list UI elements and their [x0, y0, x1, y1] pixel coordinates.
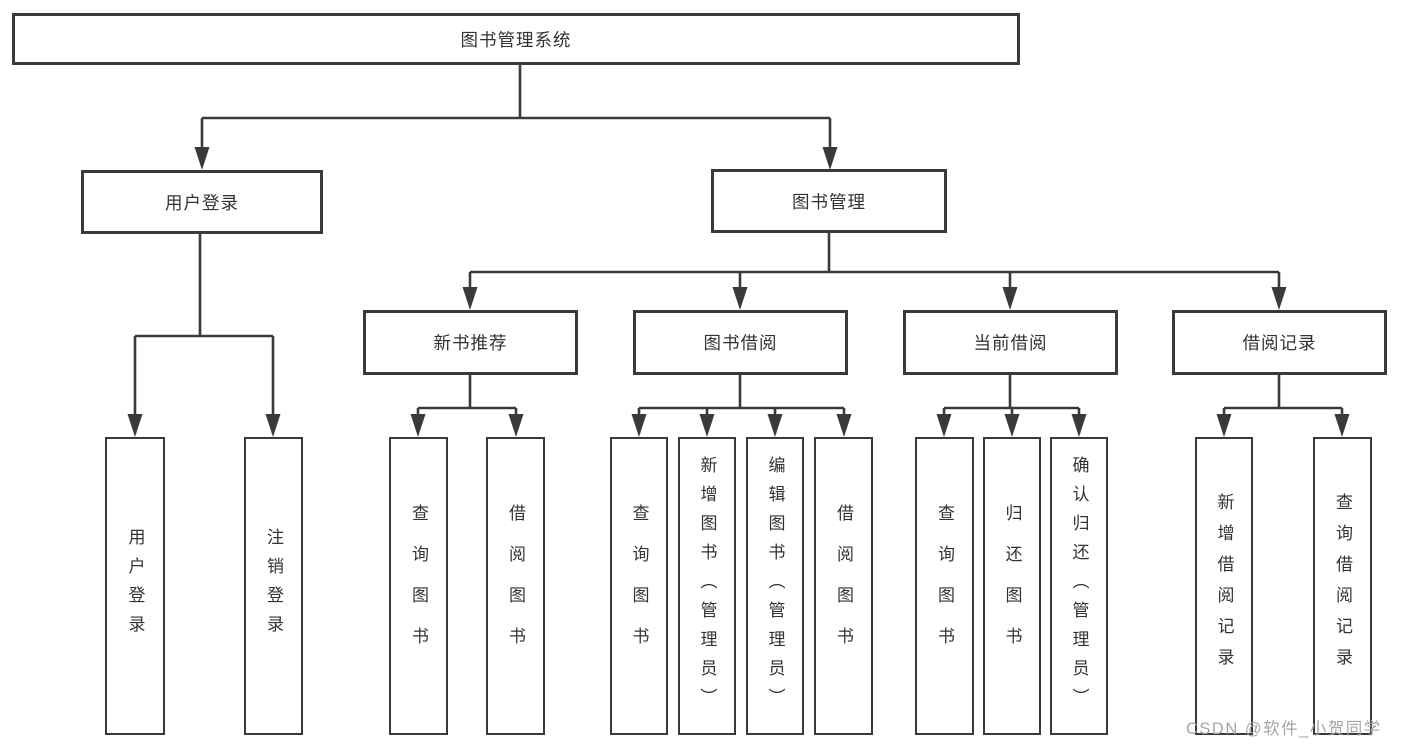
node-label: 查询图书 [629, 504, 649, 668]
node-library-system: 图书管理系统 [12, 13, 1020, 65]
node-label: 注销登录 [264, 528, 283, 644]
leaf-user-login: 用户登录 [105, 437, 165, 735]
leaf-return-book: 归还图书 [983, 437, 1041, 735]
node-label: 用户登录 [125, 528, 145, 644]
node-label: 新书推荐 [433, 333, 508, 353]
leaf-add-borrow-record: 新增借阅记录 [1195, 437, 1253, 735]
node-label: 借阅图书 [834, 504, 853, 668]
node-user-login: 用户登录 [81, 170, 323, 234]
node-borrowing-records: 借阅记录 [1172, 310, 1387, 375]
node-label: 图书管理系统 [460, 29, 572, 50]
leaf-borrow-books: 借阅图书 [814, 437, 873, 735]
leaf-edit-book-admin: 编辑图书（管理员） [746, 437, 804, 735]
leaf-query-books-current: 查询图书 [915, 437, 974, 735]
node-book-borrowing: 图书借阅 [633, 310, 848, 375]
leaf-query-books-recommend: 查询图书 [389, 437, 448, 735]
node-label: 确认归还（管理员） [1069, 455, 1089, 717]
node-label: 查询图书 [935, 504, 954, 668]
node-current-borrowing: 当前借阅 [903, 310, 1118, 375]
node-label: 图书借阅 [703, 333, 778, 353]
node-label: 新增借阅记录 [1214, 493, 1234, 679]
node-label: 借阅记录 [1242, 333, 1317, 353]
node-label: 查询图书 [409, 504, 428, 668]
node-label: 当前借阅 [973, 333, 1048, 353]
node-label: 新增图书（管理员） [697, 455, 717, 717]
leaf-add-book-admin: 新增图书（管理员） [678, 437, 736, 735]
csdn-watermark: CSDN @软件_小贺同学 [1186, 720, 1382, 738]
node-label: 图书管理 [792, 191, 866, 212]
node-label: 归还图书 [1002, 504, 1022, 668]
leaf-borrow-books-recommend: 借阅图书 [486, 437, 545, 735]
node-label: 用户登录 [165, 192, 239, 213]
node-label: 借阅图书 [506, 504, 525, 668]
leaf-query-borrow-record: 查询借阅记录 [1313, 437, 1372, 735]
leaf-confirm-return-admin: 确认归还（管理员） [1050, 437, 1108, 735]
node-label: 查询借阅记录 [1333, 493, 1352, 679]
node-book-management: 图书管理 [711, 169, 947, 233]
node-label: 编辑图书（管理员） [765, 455, 785, 717]
node-new-book-recommend: 新书推荐 [363, 310, 578, 375]
leaf-query-books-borrow: 查询图书 [610, 437, 668, 735]
leaf-logout: 注销登录 [244, 437, 303, 735]
